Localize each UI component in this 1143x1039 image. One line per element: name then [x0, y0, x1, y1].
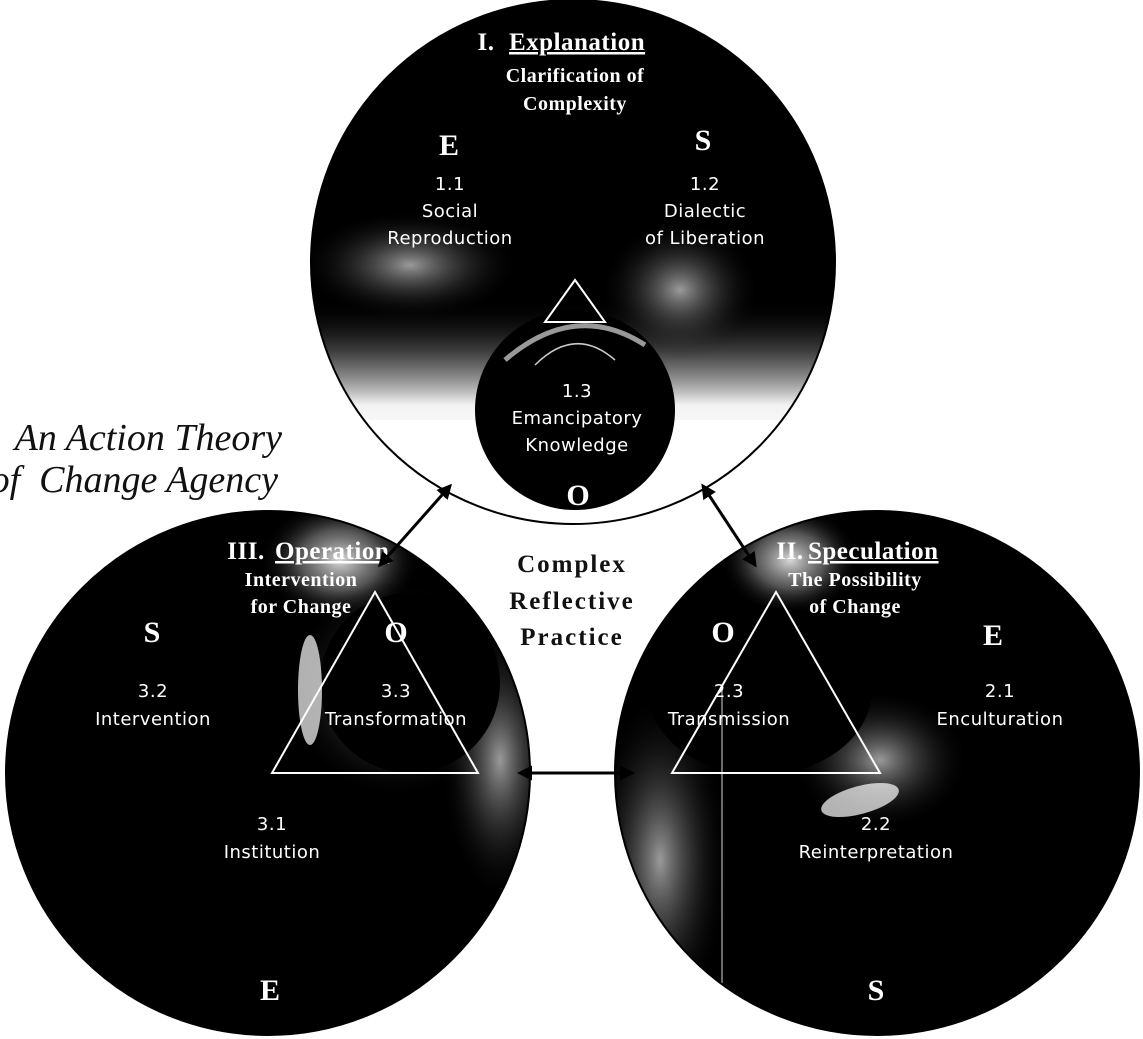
circle-operation-heading: Operation [275, 538, 389, 565]
arrow-explanation-operation [378, 483, 452, 568]
item-2-3-label: Transmission [667, 709, 790, 730]
item-1-1-number: 1.1 [435, 174, 465, 195]
letter-s: S [695, 124, 712, 157]
transmission-disc [648, 605, 872, 775]
letter-e: E [260, 974, 280, 1007]
item-1-3-line1: Emancipatory [512, 408, 643, 429]
letter-s: S [144, 616, 161, 649]
letter-o: O [711, 616, 734, 649]
item-1-2-number: 1.2 [690, 174, 720, 195]
svg-text:I.: I. [478, 29, 495, 56]
circle-explanation-numeral: I. [478, 29, 495, 56]
center-label: Complex Reflective Practice [509, 551, 634, 651]
circle-operation-numeral: III. [227, 538, 264, 565]
item-2-1-number: 2.1 [985, 681, 1015, 702]
item-1-2-line2: of Liberation [645, 228, 765, 249]
item-2-1-label: Enculturation [937, 709, 1064, 730]
item-2-2-label: Reinterpretation [799, 842, 954, 863]
item-3-2-number: 3.2 [138, 681, 168, 702]
center-line2: Reflective [509, 588, 634, 615]
circle-explanation-sub1: Clarification of [506, 65, 645, 87]
circle-operation-sub2: for Change [251, 596, 352, 618]
circle-operation: III. Operation Intervention for Change S… [5, 510, 531, 1036]
item-1-1-line1: Social [422, 201, 478, 222]
circle-speculation-numeral: II. [776, 538, 803, 565]
item-3-3-number: 3.3 [381, 681, 411, 702]
triangle-speculation [670, 589, 882, 774]
center-line1: Complex [517, 551, 627, 578]
item-3-1-number: 3.1 [257, 814, 287, 835]
item-1-2-line1: Dialectic [664, 201, 746, 222]
circle-explanation-sub2: Complexity [523, 93, 627, 115]
letter-e: E [439, 129, 459, 162]
transformation-disc [320, 593, 500, 773]
item-3-3-label: Transformation [324, 709, 467, 730]
circle-speculation-sub2: of Change [809, 596, 901, 618]
circle-explanation-heading: Explanation [509, 29, 645, 56]
letter-o: O [566, 479, 589, 512]
circle-explanation: I. Explanation Clarification of Complexi… [310, 0, 836, 525]
emancipatory-knowledge-disc [475, 310, 675, 510]
center-line3: Practice [520, 624, 623, 651]
item-1-1-line2: Reproduction [387, 228, 512, 249]
circle-operation-sub1: Intervention [245, 569, 358, 591]
side-title: An Action Theory of Change Agency [0, 417, 282, 501]
circle-speculation-heading: Speculation [808, 538, 939, 565]
circle-speculation-sub1: The Possibility [788, 569, 922, 591]
item-2-2-number: 2.2 [861, 814, 891, 835]
item-3-1-label: Institution [224, 842, 321, 863]
item-3-2-label: Intervention [95, 709, 211, 730]
item-1-3-number: 1.3 [562, 381, 592, 402]
side-title-line1: An Action Theory [12, 417, 283, 459]
item-1-3-line2: Knowledge [525, 435, 628, 456]
item-2-3-number: 2.3 [714, 681, 744, 702]
side-title-line2: of Change Agency [0, 459, 278, 501]
letter-s: S [868, 974, 885, 1007]
letter-o: O [384, 616, 407, 649]
arrow-explanation-speculation [701, 483, 757, 568]
letter-e: E [983, 619, 1003, 652]
triangle-operation [270, 589, 480, 774]
circle-speculation: II. Speculation The Possibility of Chang… [614, 510, 1140, 1036]
triangle-explanation [543, 278, 607, 323]
